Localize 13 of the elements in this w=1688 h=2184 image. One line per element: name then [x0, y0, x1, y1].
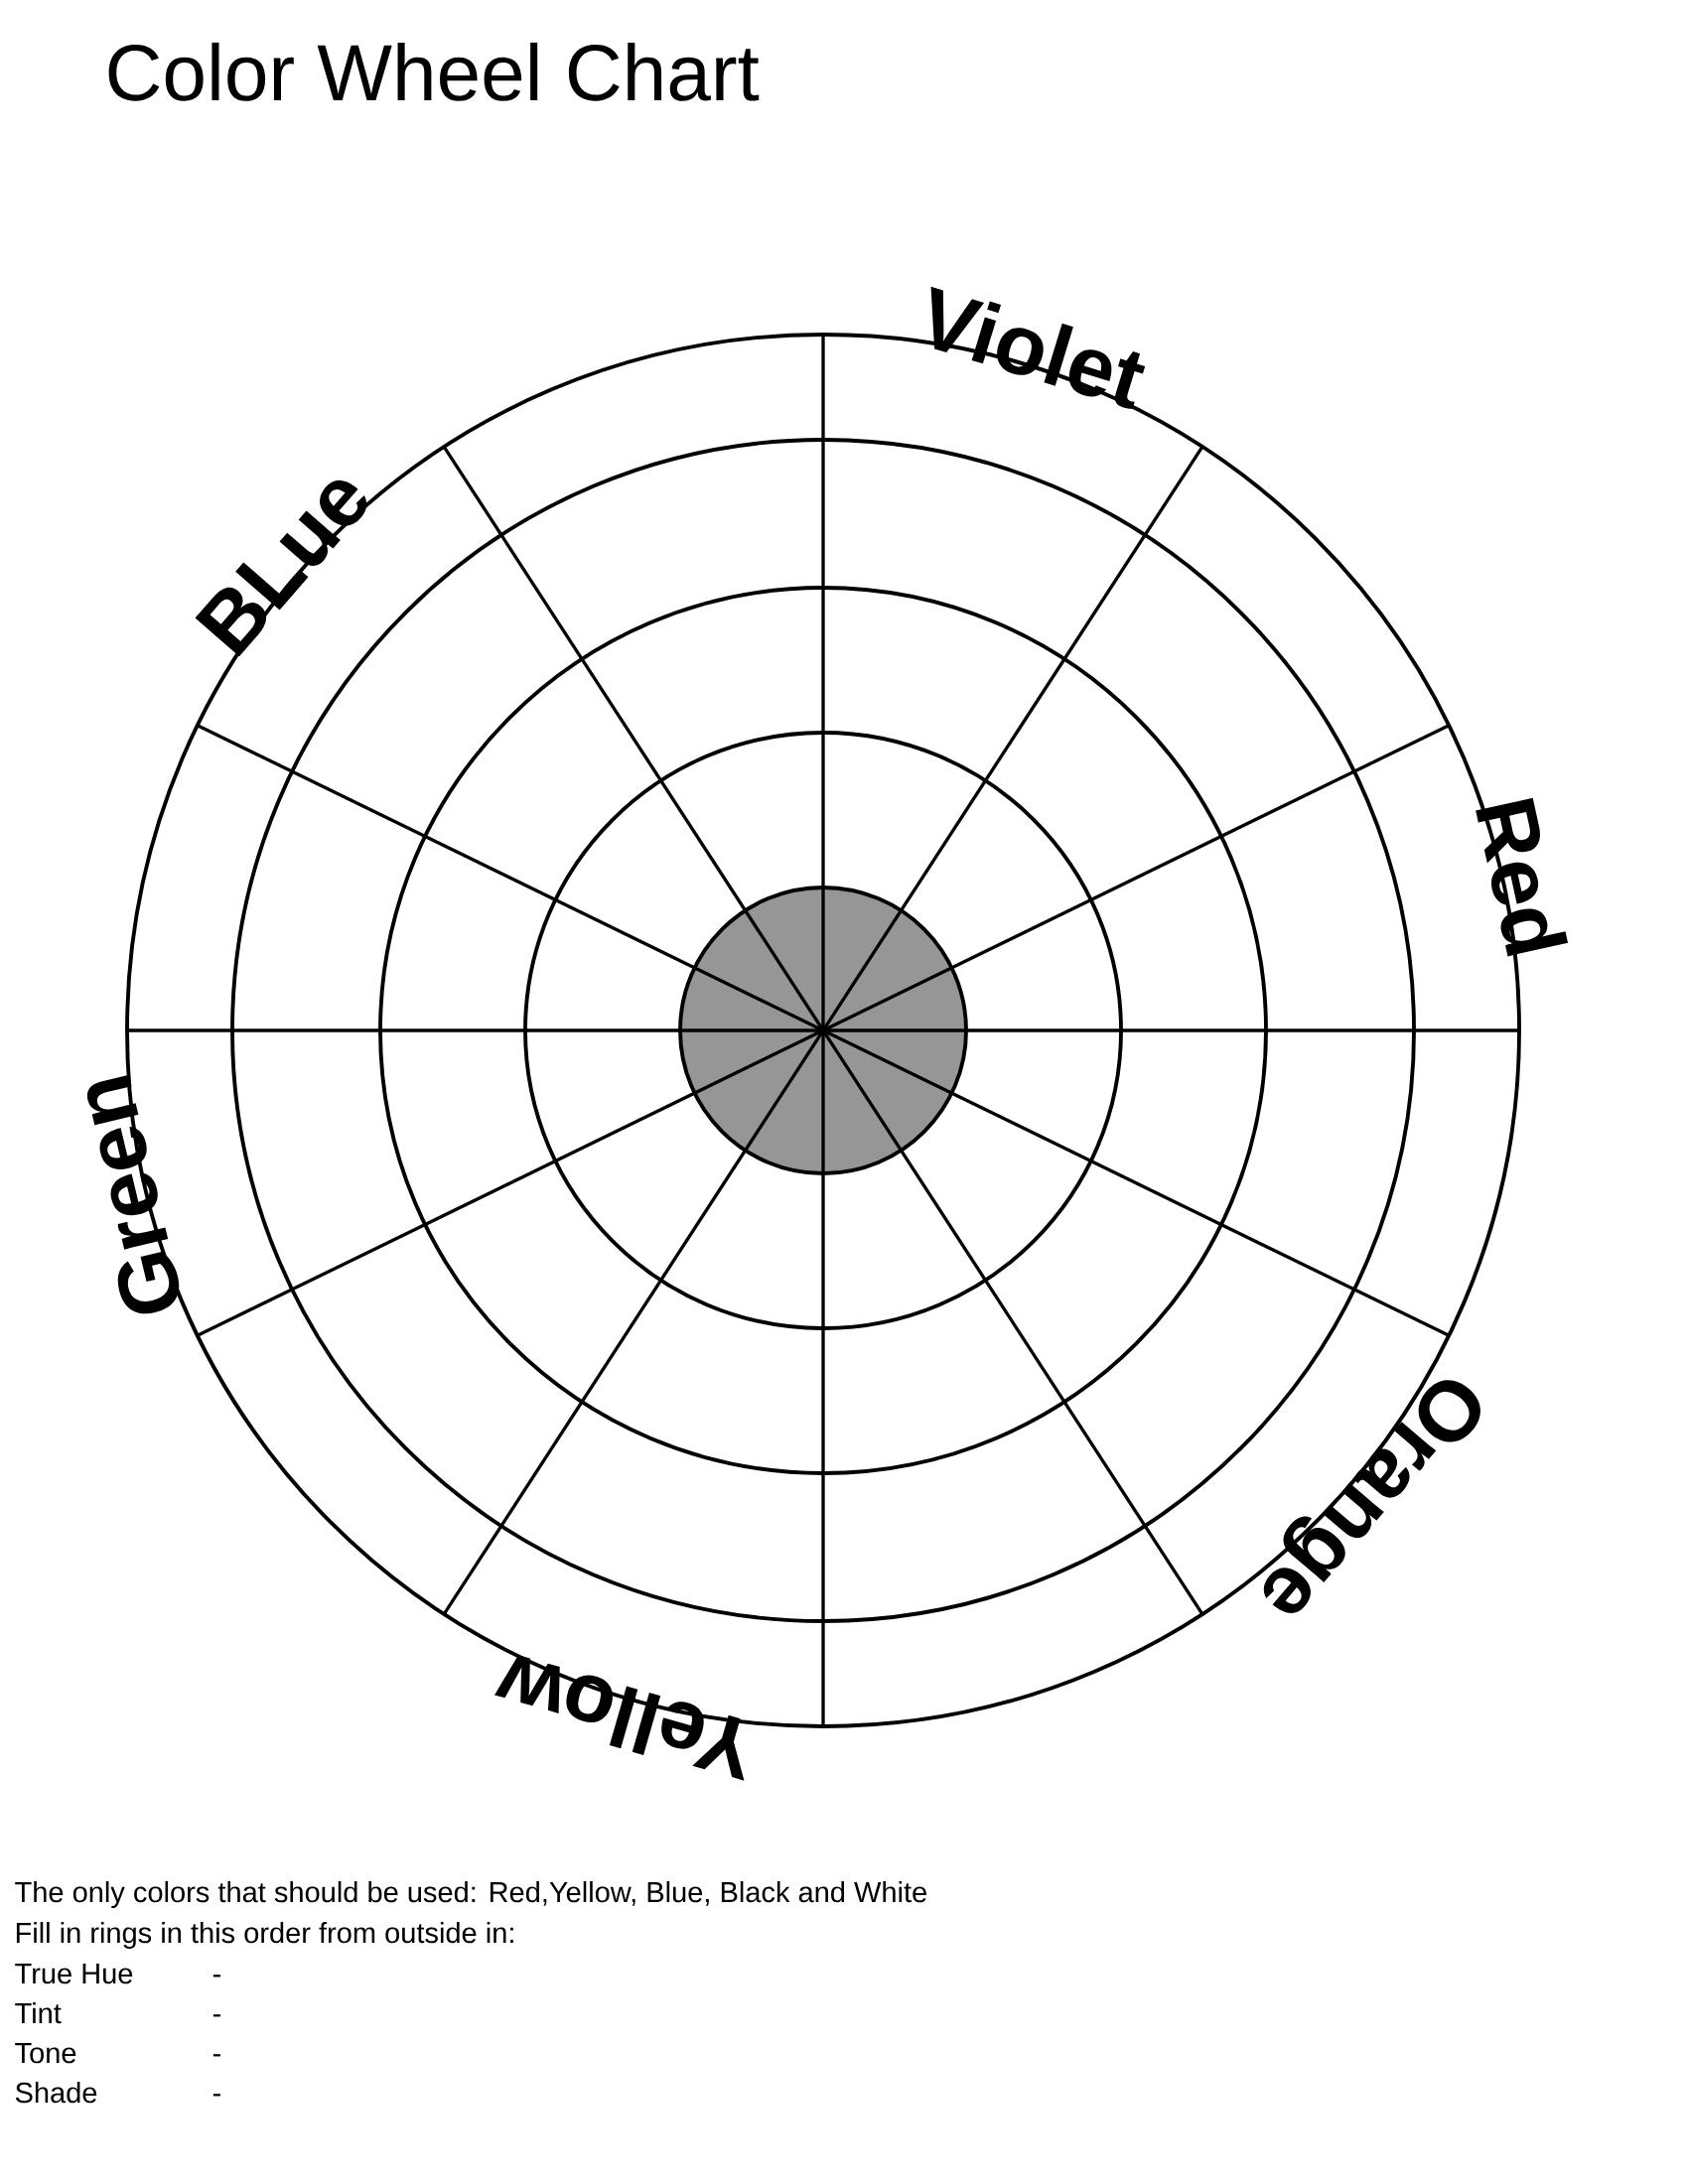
note-text: Fill in rings in this order from outside in: — [16, 1922, 513, 1950]
segment-label: Red — [1476, 797, 1569, 957]
table-cell: Shade — [15, 2082, 97, 2104]
table-cell: - — [212, 2014, 220, 2017]
segment-label: Yellow — [494, 1655, 745, 1781]
title: Color Wheel Chart — [108, 42, 760, 101]
table-cell: True Hue — [15, 1964, 133, 1984]
table-cell: - — [212, 2094, 220, 2097]
table-cell: Tint — [15, 2002, 62, 2024]
note-text: The only colors that should be used: Red,Yellow, Blue, Black and White — [15, 1881, 926, 1909]
table-cell: - — [212, 2054, 220, 2057]
table-cell: - — [212, 1975, 220, 1978]
table-cell: Tone — [15, 2043, 76, 2064]
